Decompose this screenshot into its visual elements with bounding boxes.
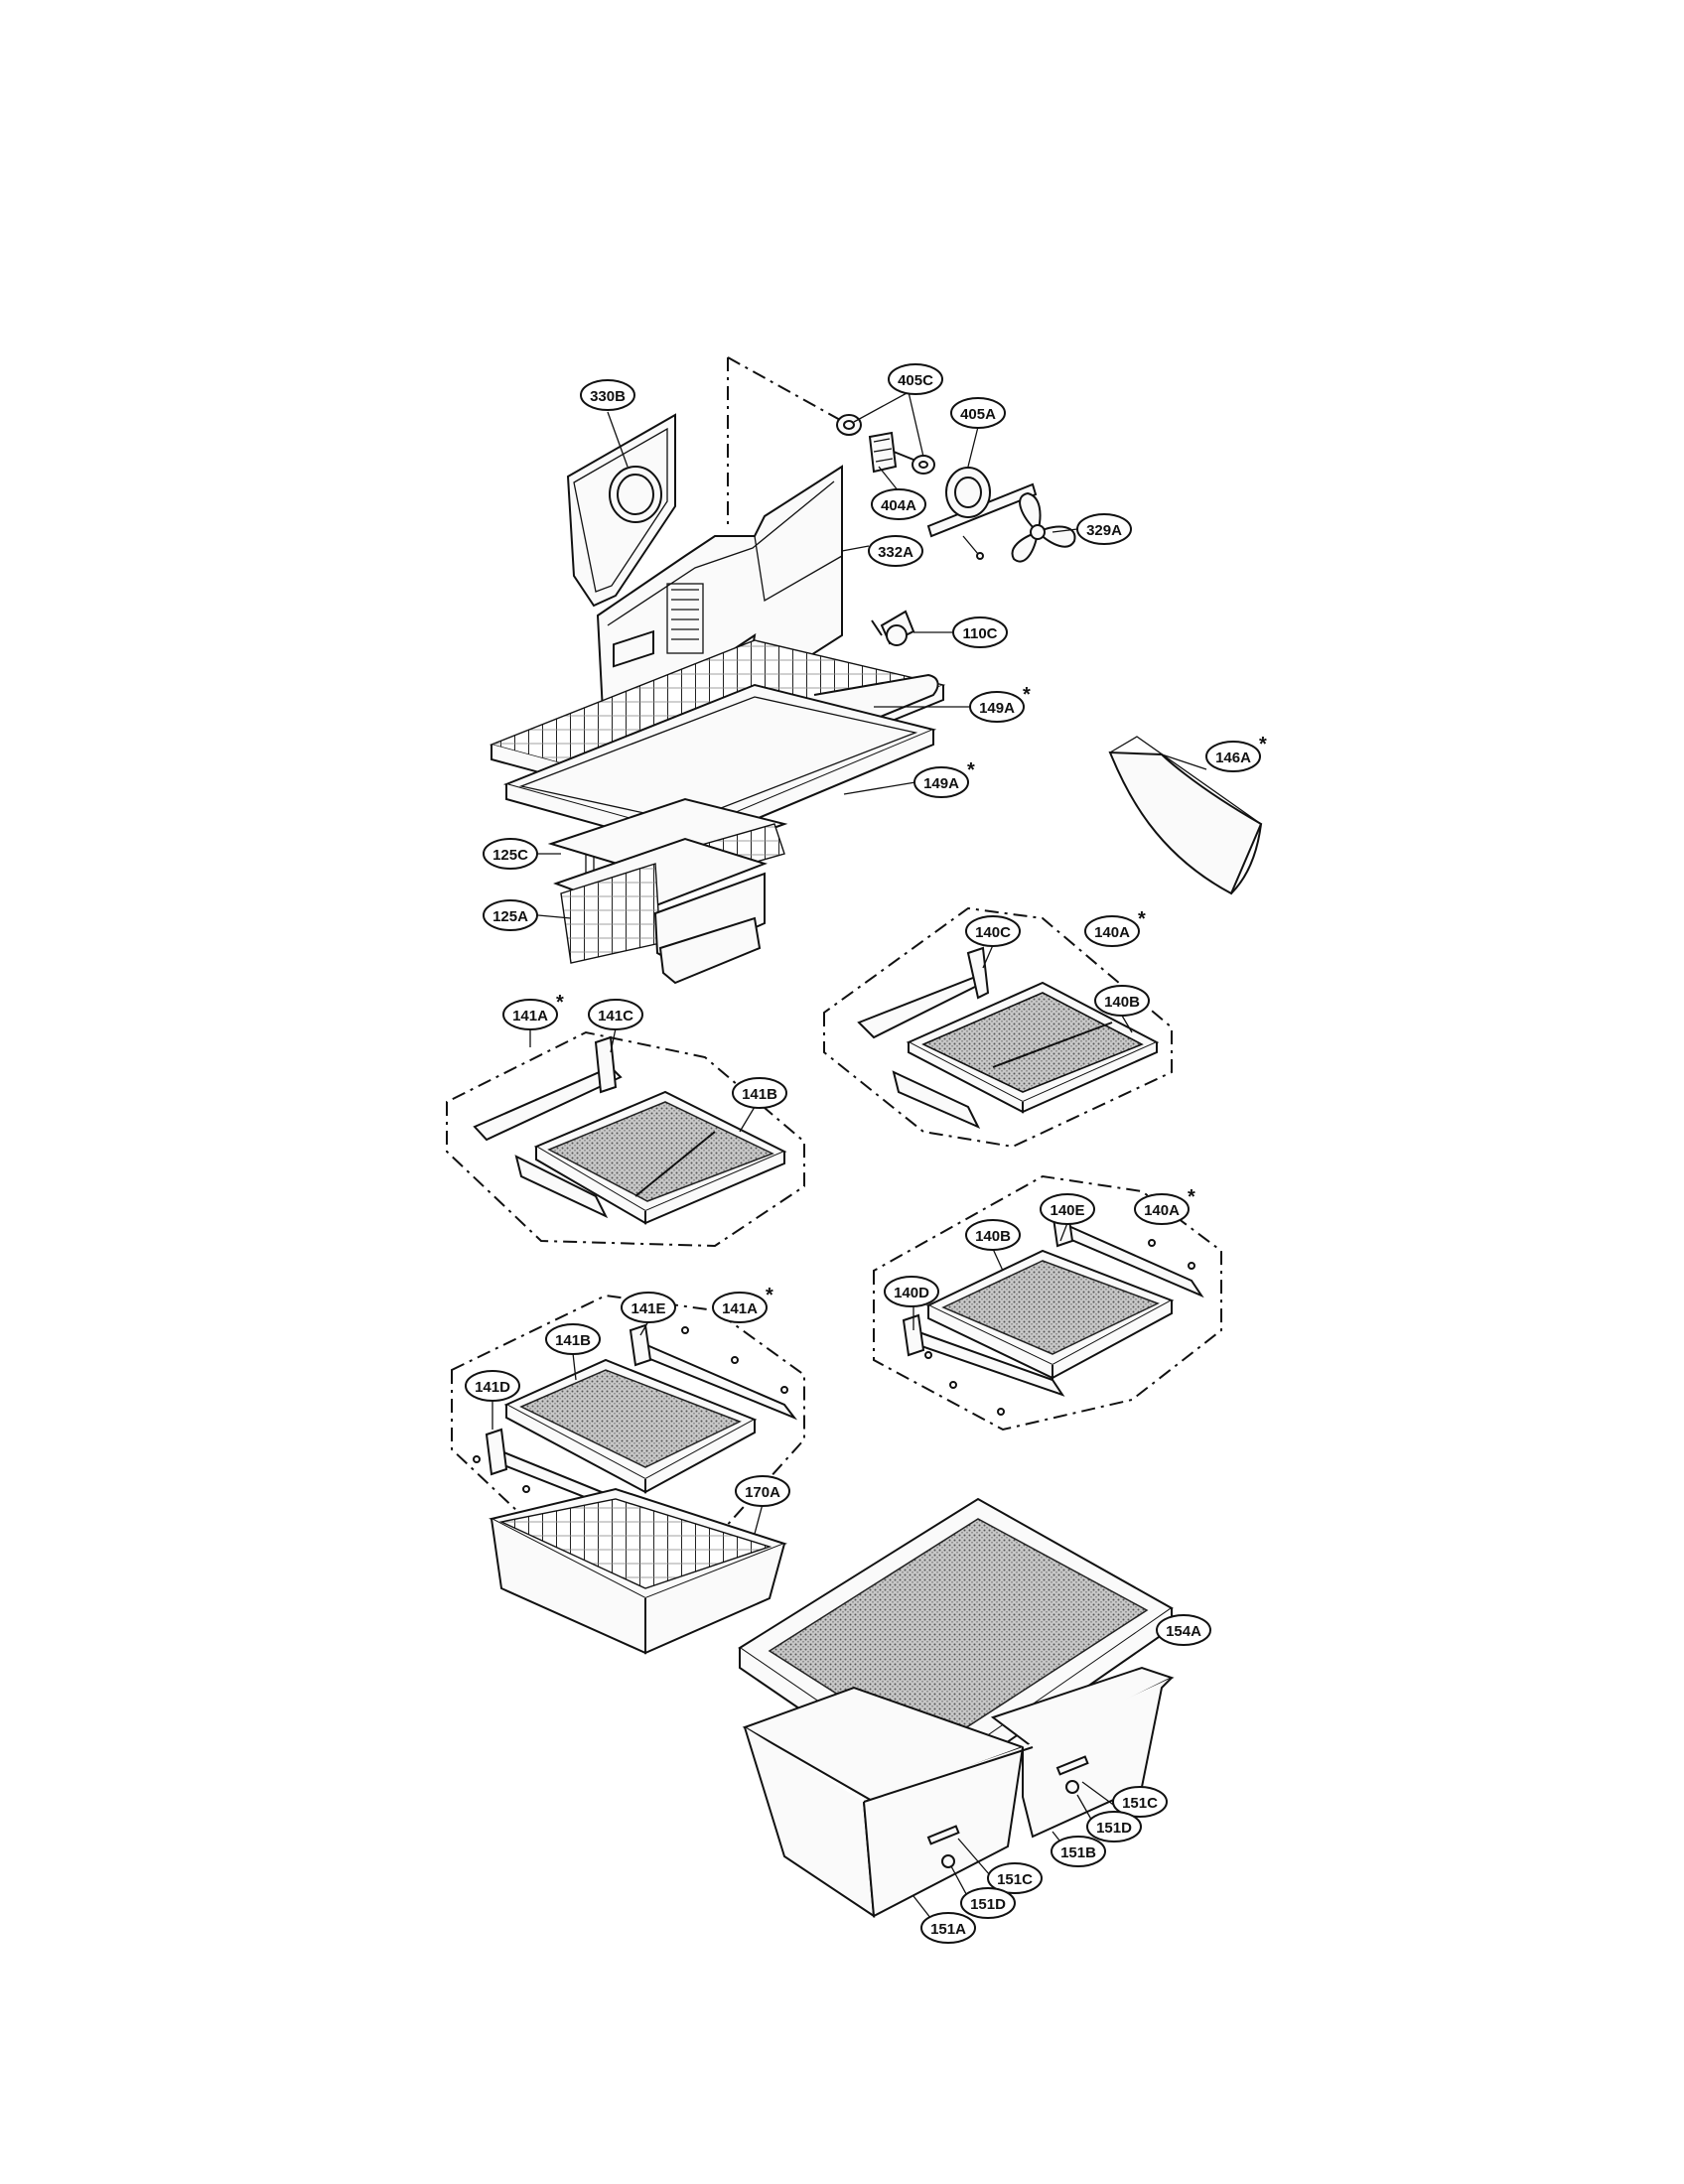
svg-text:405A: 405A	[960, 406, 996, 423]
svg-text:151B: 151B	[1060, 1844, 1096, 1861]
callout-141c: 141C	[588, 999, 643, 1030]
svg-text:140D: 140D	[894, 1285, 929, 1301]
callout-151a: 151A	[920, 1912, 976, 1944]
crisper-drawers-151	[742, 1666, 1175, 1918]
svg-text:170A: 170A	[745, 1484, 780, 1501]
callout-330b: 330B	[580, 379, 635, 411]
svg-text:151C: 151C	[1122, 1795, 1158, 1812]
svg-text:140C: 140C	[975, 924, 1011, 941]
svg-text:146A: 146A	[1215, 750, 1251, 766]
svg-text:*: *	[556, 992, 564, 1014]
shelf-assembly-140a-lower	[873, 1174, 1222, 1432]
callout-140a-lower: 140A *	[1134, 1186, 1195, 1225]
callout-140b-upper: 140B	[1094, 985, 1150, 1017]
svg-text:151A: 151A	[930, 1921, 966, 1938]
callouts-layer: 330B 405C 405A 404A 329A 332A 110C 149A *…	[465, 363, 1267, 1944]
callout-329a: 329A	[1076, 513, 1132, 545]
callout-332a: 332A	[868, 535, 923, 567]
svg-text:140B: 140B	[975, 1228, 1011, 1245]
callout-151c-left: 151C	[987, 1862, 1043, 1894]
svg-text:149A: 149A	[923, 775, 959, 792]
svg-text:151D: 151D	[970, 1896, 1006, 1913]
svg-text:405C: 405C	[898, 372, 933, 389]
svg-text:140A: 140A	[1144, 1202, 1180, 1219]
callout-140a-upper: 140A *	[1084, 908, 1146, 947]
fan-blade-icon	[1011, 491, 1076, 563]
callout-149a-upper: 149A *	[969, 684, 1031, 723]
callout-149a-lower: 149A *	[913, 759, 975, 798]
callout-140e: 140E	[1040, 1193, 1095, 1225]
svg-text:151D: 151D	[1096, 1820, 1132, 1837]
shelf-assembly-141a-upper	[446, 1030, 805, 1248]
callout-151d-right: 151D	[1086, 1811, 1142, 1843]
callout-405a: 405A	[950, 397, 1006, 429]
svg-text:*: *	[1188, 1186, 1195, 1208]
svg-text:*: *	[1259, 734, 1267, 755]
svg-text:332A: 332A	[878, 544, 913, 561]
svg-text:151C: 151C	[997, 1871, 1033, 1888]
svg-text:149A: 149A	[979, 700, 1015, 717]
drawer-170a	[489, 1487, 787, 1655]
callout-170a: 170A	[735, 1475, 790, 1507]
fan-motor-assembly	[727, 356, 1076, 563]
callout-141b-lower: 141B	[545, 1323, 601, 1355]
callout-140d: 140D	[884, 1276, 939, 1307]
svg-text:140E: 140E	[1050, 1202, 1084, 1219]
svg-text:125A: 125A	[492, 908, 528, 925]
callout-140c: 140C	[965, 915, 1021, 947]
callout-125c: 125C	[483, 838, 538, 870]
svg-text:329A: 329A	[1086, 522, 1122, 539]
svg-text:141A: 141A	[512, 1008, 548, 1024]
callout-151b: 151B	[1051, 1836, 1106, 1867]
svg-text:140A: 140A	[1094, 924, 1130, 941]
svg-text:140B: 140B	[1104, 994, 1140, 1011]
evaporator-cover-330b	[566, 413, 676, 608]
svg-text:404A: 404A	[881, 497, 916, 514]
callout-141e: 141E	[621, 1292, 676, 1323]
svg-text:125C: 125C	[492, 847, 528, 864]
svg-text:141B: 141B	[555, 1332, 591, 1349]
damper-110c	[871, 610, 915, 646]
svg-text:141B: 141B	[742, 1086, 777, 1103]
svg-text:*: *	[967, 759, 975, 781]
svg-text:141E: 141E	[631, 1300, 665, 1317]
callout-141a-lower: 141A *	[712, 1285, 773, 1323]
callout-151c-right: 151C	[1112, 1786, 1168, 1818]
svg-text:141A: 141A	[722, 1300, 758, 1317]
svg-text:330B: 330B	[590, 388, 626, 405]
callout-154a: 154A	[1156, 1614, 1211, 1646]
callout-405c: 405C	[888, 363, 943, 395]
svg-text:141D: 141D	[475, 1379, 510, 1396]
svg-text:141C: 141C	[598, 1008, 633, 1024]
vent-grid-icon	[666, 583, 704, 654]
callout-110c: 110C	[952, 616, 1008, 648]
callout-141d: 141D	[465, 1370, 520, 1402]
icemaker-tray-125	[547, 797, 788, 985]
callout-146a: 146A *	[1205, 734, 1267, 772]
svg-text:*: *	[766, 1285, 773, 1306]
svg-text:*: *	[1023, 684, 1031, 706]
cover-146a	[1108, 736, 1263, 895]
callout-141b-upper: 141B	[732, 1077, 787, 1109]
callout-404a: 404A	[871, 488, 926, 520]
shelf-assembly-140a-upper	[823, 906, 1173, 1149]
svg-text:*: *	[1138, 908, 1146, 930]
svg-text:110C: 110C	[962, 625, 997, 642]
svg-text:154A: 154A	[1166, 1623, 1201, 1640]
callout-141a-upper: 141A *	[502, 992, 564, 1030]
callout-151d-left: 151D	[960, 1887, 1016, 1919]
callout-140b-lower: 140B	[965, 1219, 1021, 1251]
callout-125a: 125A	[483, 899, 538, 931]
